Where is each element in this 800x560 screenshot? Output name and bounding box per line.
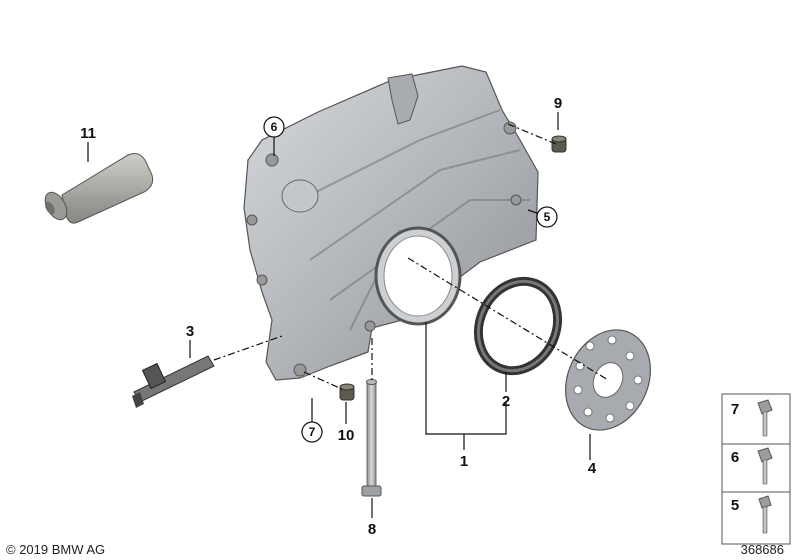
callout-4: 4 bbox=[588, 460, 597, 477]
diagram-number: 368686 bbox=[741, 542, 784, 557]
callouts: 11 3 9 1 2 4 10 8 6 5 7 bbox=[80, 95, 597, 538]
assembly-lines bbox=[213, 123, 609, 391]
callout-6: 6 bbox=[271, 120, 278, 134]
shaft-seal-ring bbox=[473, 276, 563, 376]
callout-5: 5 bbox=[544, 210, 551, 224]
callout-7: 7 bbox=[309, 425, 316, 439]
timing-case-cover bbox=[243, 65, 539, 381]
copyright-text: © 2019 BMW AG bbox=[6, 542, 105, 557]
legend-item-7: 7 bbox=[731, 401, 739, 418]
callout-2: 2 bbox=[502, 393, 510, 410]
callout-3: 3 bbox=[186, 323, 194, 340]
screw-legend: 7 6 5 bbox=[721, 393, 791, 545]
callout-9: 9 bbox=[554, 95, 562, 112]
sealant-tube bbox=[44, 153, 154, 224]
callout-11: 11 bbox=[80, 125, 96, 142]
sensor-disc bbox=[565, 329, 651, 431]
sleeve-10 bbox=[339, 383, 355, 401]
sensor bbox=[132, 355, 215, 408]
screw-5 bbox=[758, 495, 772, 534]
legend-item-5: 5 bbox=[731, 497, 739, 514]
callout-1: 1 bbox=[460, 453, 468, 470]
screw-6 bbox=[757, 447, 773, 485]
callout-10: 10 bbox=[338, 427, 355, 444]
screw-7 bbox=[757, 399, 773, 437]
callout-8: 8 bbox=[368, 521, 376, 538]
stud-bolt bbox=[361, 379, 382, 497]
legend-item-6: 6 bbox=[731, 449, 739, 466]
sleeve-9 bbox=[551, 135, 567, 153]
